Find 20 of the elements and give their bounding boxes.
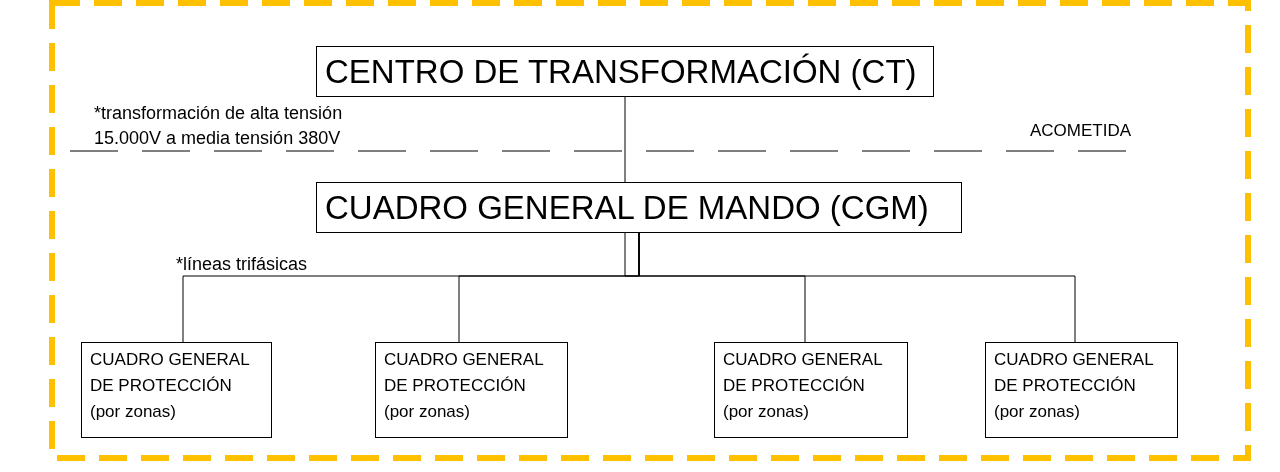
annotation-text: *transformación de alta tensión 15.000V a media tensión 380V [94,102,344,150]
box-subtitle: (por zonas) [994,401,1081,423]
annotation-text: ACOMETIDA [1030,120,1132,142]
process-box [375,342,568,438]
process-box [985,342,1178,438]
box-title: CUADRO GENERAL DE PROTECCIÓN [384,349,544,397]
box-title: CENTRO DE TRANSFORMACIÓN (CT) [325,51,918,92]
process-box [714,342,908,438]
process-box [316,46,934,97]
box-title: CUADRO GENERAL DE PROTECCIÓN [723,349,883,397]
box-subtitle: (por zonas) [384,401,471,423]
box-title: CUADRO GENERAL DE PROTECCIÓN [90,349,250,397]
box-subtitle: (por zonas) [723,401,810,423]
process-box [81,342,272,438]
annotation-text: *líneas trifásicas [176,253,308,276]
process-box [316,182,962,233]
box-title: CUADRO GENERAL DE PROTECCIÓN [994,349,1154,397]
connector-line [638,232,1076,343]
box-title: CUADRO GENERAL DE MANDO (CGM) [325,187,930,228]
box-subtitle: (por zonas) [90,401,177,423]
